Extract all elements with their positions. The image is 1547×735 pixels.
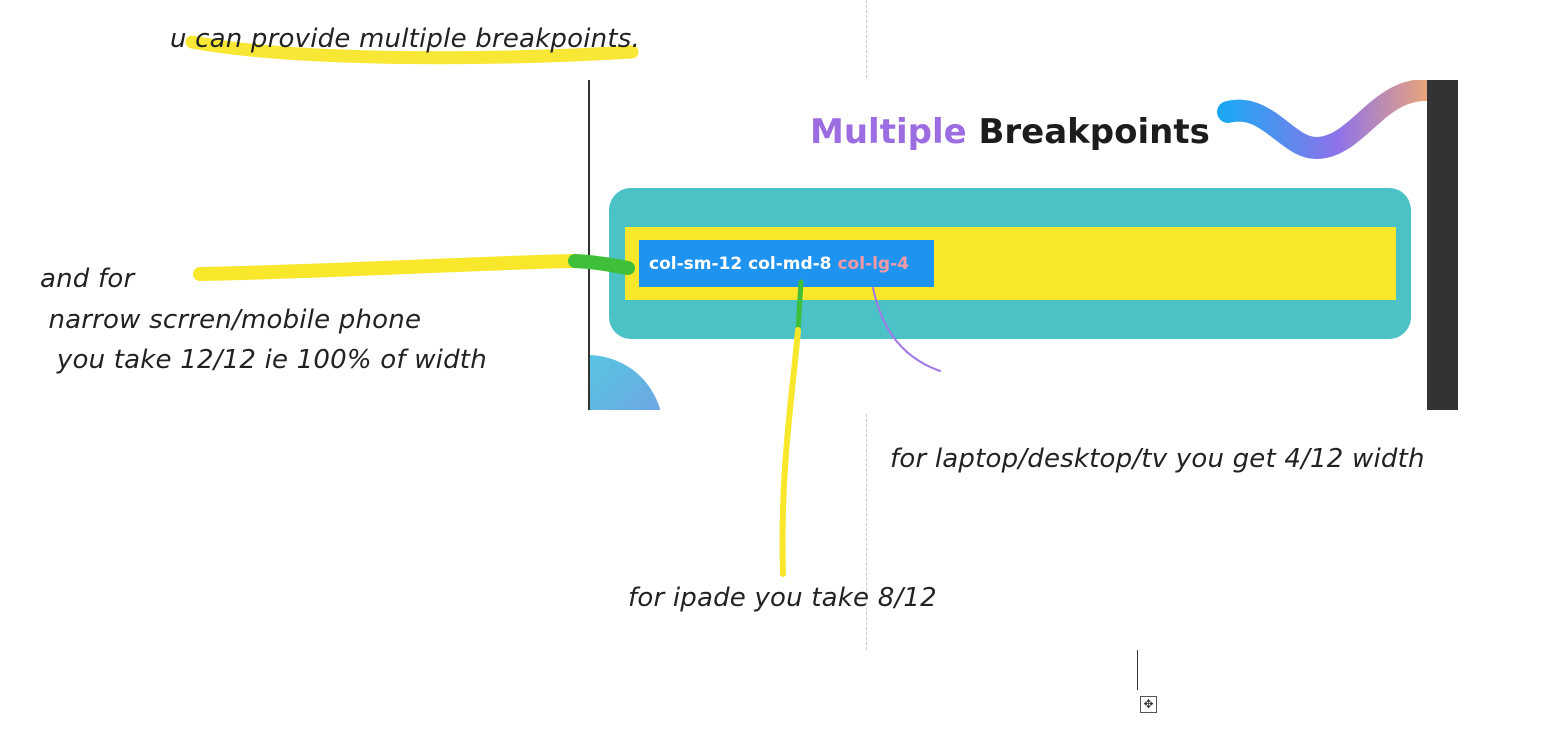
ipad-connector-yellow: [779, 327, 801, 577]
top-highlight-stroke: [185, 35, 639, 65]
column-box: col-sm-12 col-md-8 col-lg-4: [639, 240, 934, 287]
laptop-connector-purple: [872, 287, 941, 372]
ipad-connector-green: [795, 279, 804, 333]
page-guide-line-bottom: [866, 414, 867, 650]
note-mobile-line3: you take 12/12 ie 100% of width: [40, 345, 487, 375]
slide-heading: Multiple Breakpoints: [810, 112, 1210, 152]
slide-decoration: [588, 80, 1439, 410]
note-mobile-line1: and for: [40, 264, 135, 294]
slide-left-border: [588, 80, 590, 410]
note-ipad: for ipade you take 8/12: [628, 583, 937, 613]
class-sm-label: col-sm-12: [649, 253, 743, 274]
note-multiple-breakpoints: u can provide multiple breakpoints.: [170, 24, 640, 54]
text-cursor: [1137, 650, 1138, 690]
corner-blob-decoration: [588, 355, 661, 410]
note-laptop: for laptop/desktop/tv you get 4/12 width: [890, 444, 1425, 474]
class-md-label: col-md-8: [748, 253, 832, 274]
slide-right-bar: [1427, 80, 1458, 410]
squiggle-decoration: [1217, 80, 1439, 159]
mobile-connector-green: [568, 254, 635, 275]
heading-accent: Multiple: [810, 112, 967, 152]
mobile-connector-yellow: [193, 254, 582, 281]
class-lg-label: col-lg-4: [837, 253, 909, 274]
move-arrows-icon[interactable]: ✥: [1140, 696, 1157, 713]
heading-rest: Breakpoints: [966, 112, 1210, 152]
page-guide-line-top: [866, 0, 867, 78]
note-mobile-line2: narrow scrren/mobile phone: [40, 305, 422, 335]
